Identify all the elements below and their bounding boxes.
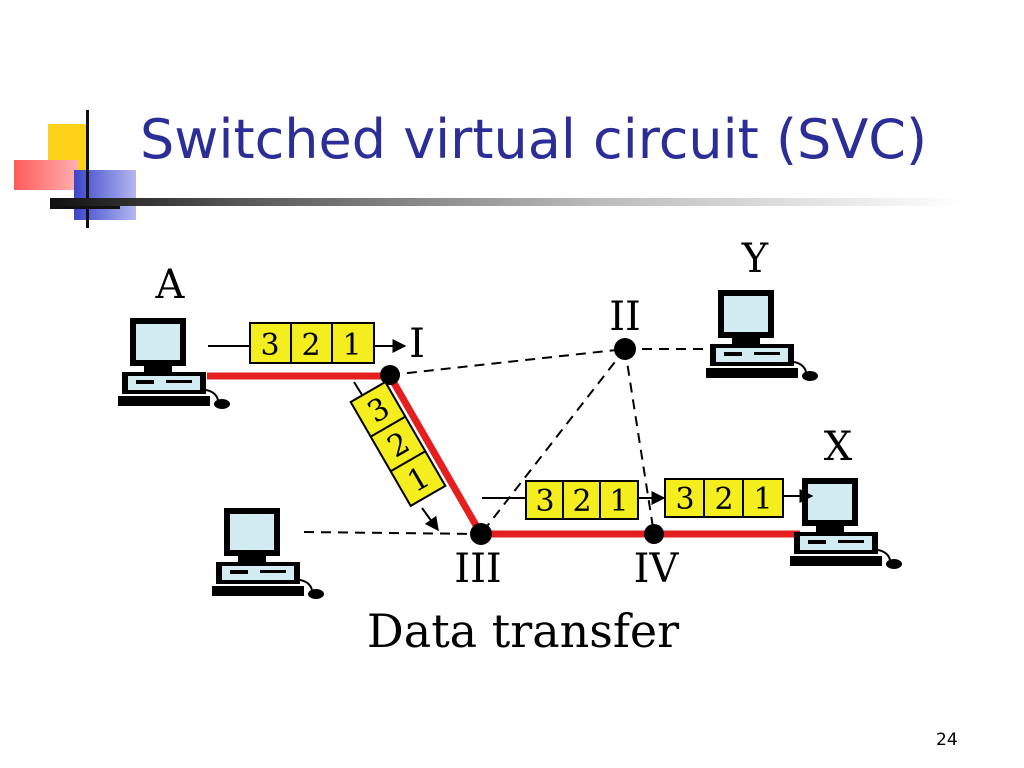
switch-node-II [614,338,636,360]
packet-group-A-I: 3 2 1 [249,322,375,364]
switch-node-I [380,365,400,385]
link-II-IV [624,348,655,535]
link-left-III [303,531,482,535]
dashed-links [303,348,718,535]
packet-label: 3 [535,484,554,519]
slide-title: Switched virtual circuit (SVC) [140,108,928,171]
packet-group-IV-X: 3 2 1 [664,478,784,518]
packet-group-III-IV: 3 2 1 [525,480,639,520]
packet-label: 2 [714,482,733,517]
computer-Y-icon [705,289,819,382]
packet-label: 2 [572,484,591,519]
packet-group-I-III: 3 2 1 [349,380,447,508]
switch-node-IV [644,524,664,544]
packet-label: 2 [301,328,320,363]
switch-label-IV: IV [634,546,680,592]
station-label-Y: Y [741,236,769,282]
link-I-II [389,348,626,376]
station-label-X: X [824,424,853,470]
packet-label: 1 [609,484,628,519]
link-II-III [480,348,626,535]
computer-A-icon [117,317,231,410]
packet-label: 3 [675,482,694,517]
title-underline [50,198,965,206]
switch-label-I: I [409,321,425,367]
packet-label: 3 [260,328,279,363]
arrow-into-III [421,507,439,532]
switch-label-II: II [609,294,641,340]
switch-node-III [470,523,492,545]
packet-label: 1 [342,328,361,363]
computer-unlabeled-icon [211,507,325,600]
slide-ornament [0,0,140,230]
page-number: 24 [936,730,958,750]
switch-label-III: III [454,546,501,592]
diagram-caption: Data transfer [367,604,679,658]
computer-X-icon [789,477,903,570]
station-label-A: A [155,262,186,308]
packet-label: 1 [753,482,772,517]
